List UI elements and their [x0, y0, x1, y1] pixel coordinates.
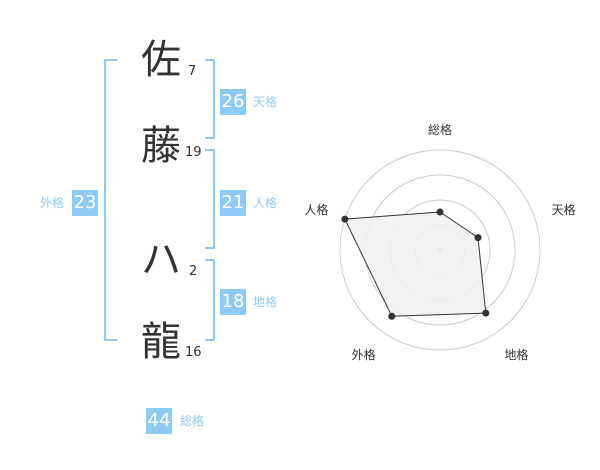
soukaku-badge: 44	[146, 408, 172, 434]
radar-axis-label-5: 人格	[304, 202, 328, 217]
gaikaku-label: 外格	[40, 196, 65, 210]
name-char-4: 龍	[141, 319, 181, 365]
soukaku-label: 総格	[180, 414, 205, 428]
stroke-count-3: 2	[189, 264, 198, 279]
radar-axis-label-1: 総格	[428, 122, 452, 137]
jinkaku-label: 人格	[253, 196, 278, 210]
radar-axis-label-2: 天格	[552, 202, 576, 217]
gaikaku-badge: 23	[72, 190, 98, 216]
radar-axis-label-4: 外格	[352, 347, 376, 362]
tenkaku-badge: 26	[220, 89, 246, 115]
radar-point-4	[388, 312, 396, 320]
radar-point-5	[341, 215, 349, 223]
chikaku-label: 地格	[253, 295, 278, 309]
jinkaku-badge: 21	[220, 190, 246, 216]
name-char-1: 佐	[141, 37, 181, 83]
radar-polygon	[344, 211, 487, 317]
stroke-count-2: 19	[185, 145, 202, 160]
name-char-3: ハ	[141, 237, 181, 283]
name-char-2: 藤	[141, 123, 181, 169]
radar-axis-label-3: 地格	[504, 347, 528, 362]
chikaku-badge: 18	[220, 289, 246, 315]
radar-point-1	[436, 208, 444, 216]
tenkaku-label: 天格	[253, 95, 278, 109]
stroke-count-1: 7	[188, 64, 197, 79]
radar-ring-4	[339, 149, 541, 351]
stroke-count-4: 16	[185, 345, 202, 360]
radar-point-3	[482, 309, 490, 317]
radar-point-2	[474, 234, 482, 242]
